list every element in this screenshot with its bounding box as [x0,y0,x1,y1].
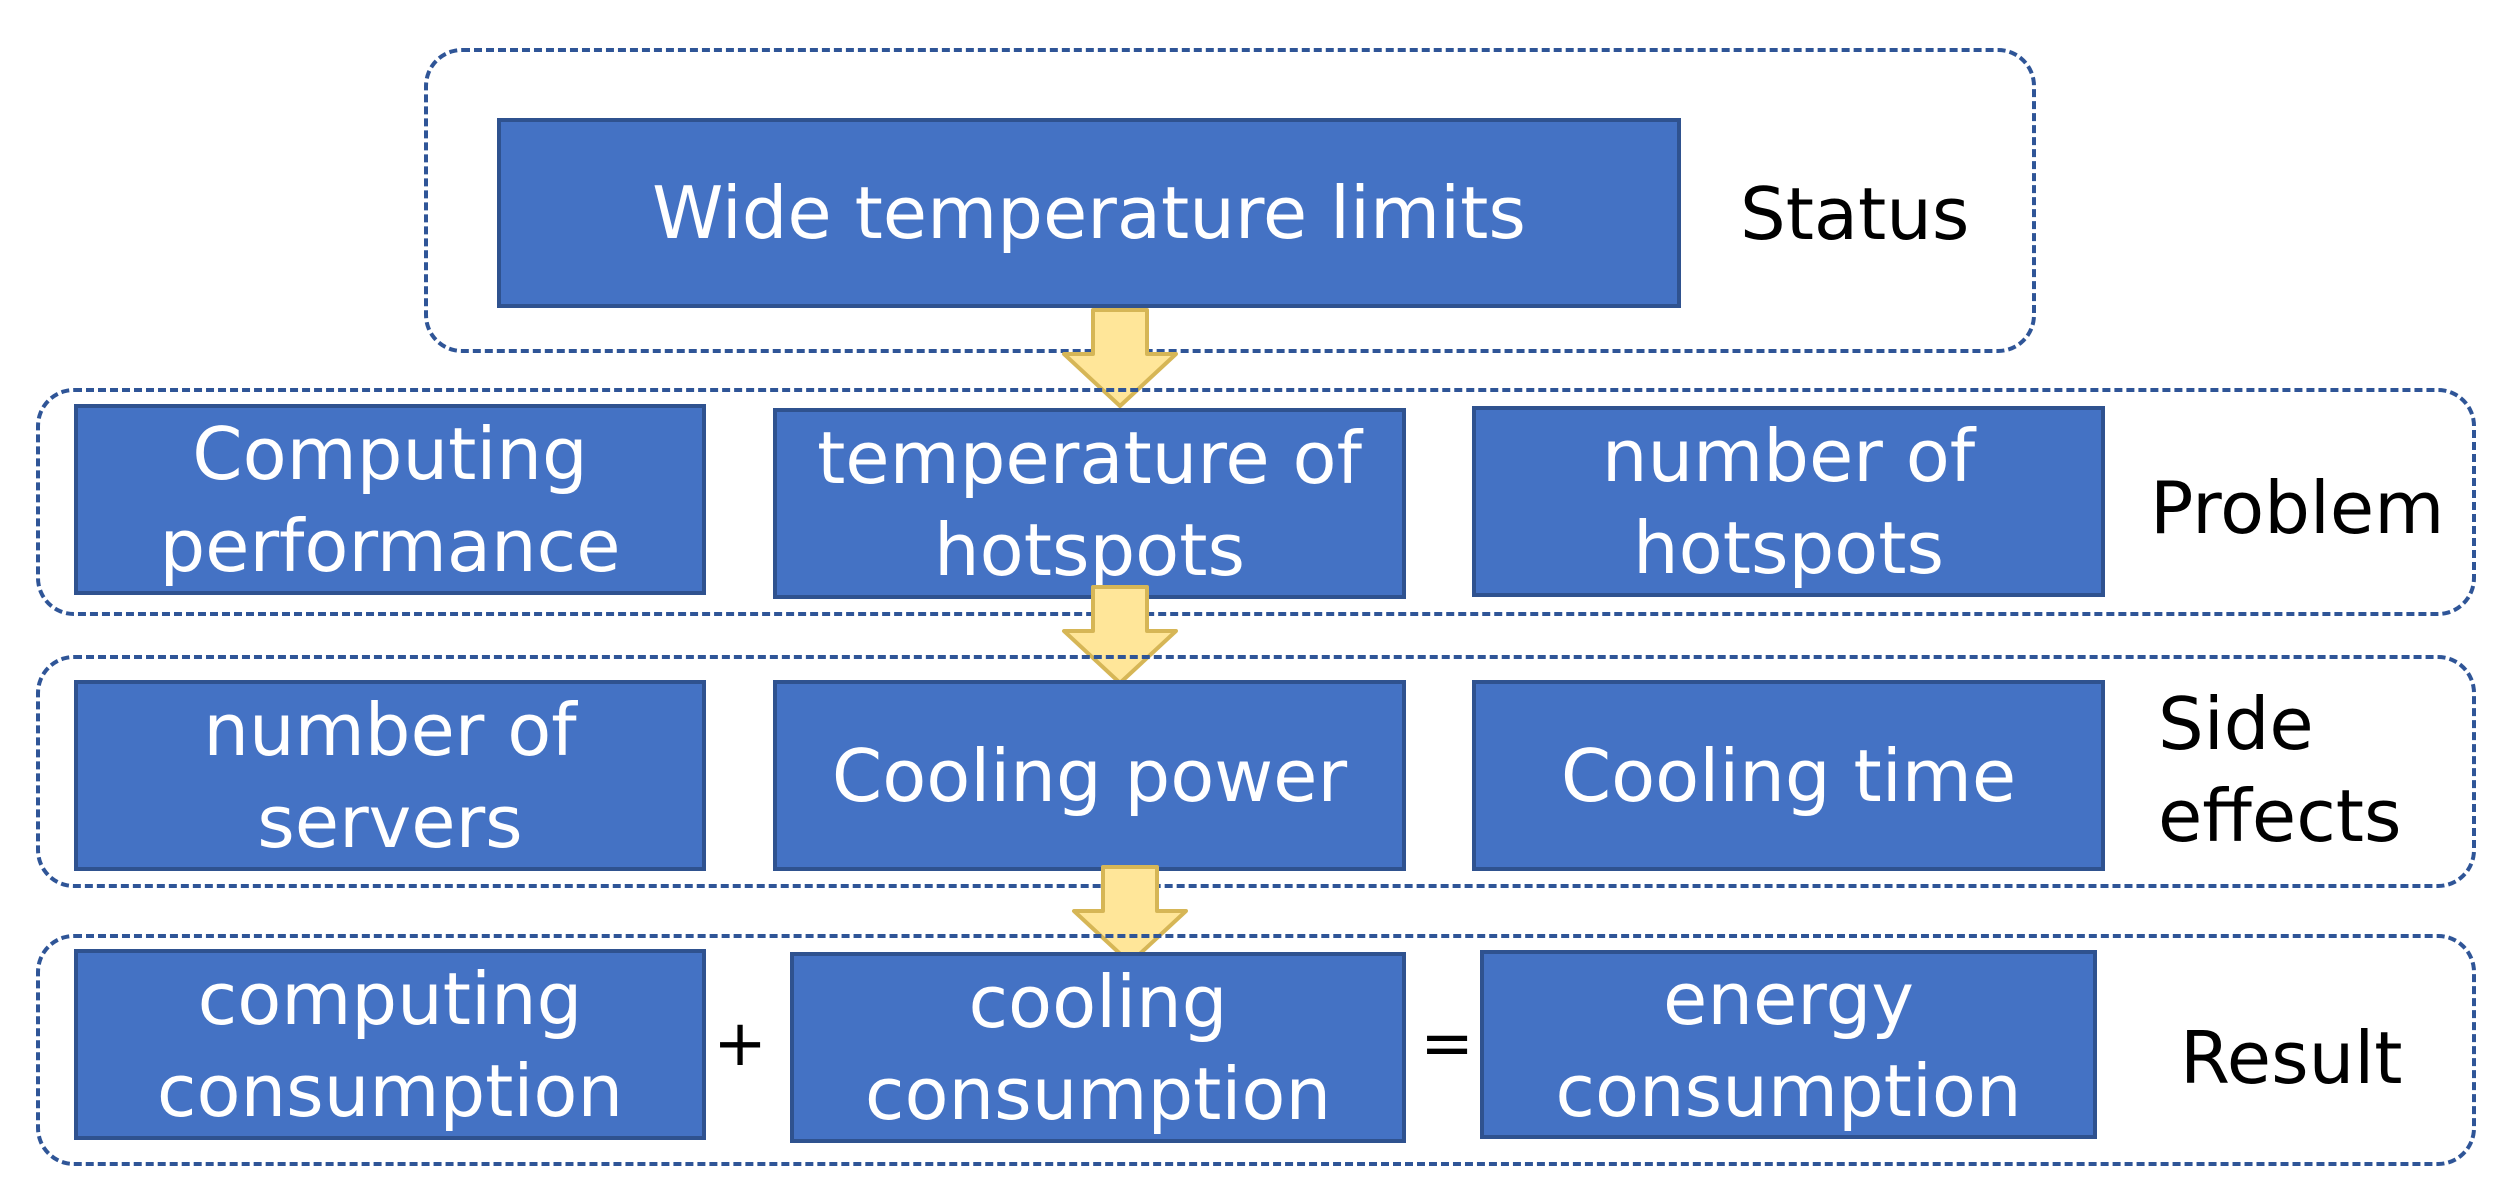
cooling-power-box: Cooling power [773,680,1406,871]
number-of-servers-box: number of servers [74,680,706,871]
cooling-consumption-box: cooling consumption [790,952,1406,1143]
status-label: Status [1740,172,1970,256]
problem-label: Problem [2150,466,2445,550]
status-group [424,48,2036,353]
result-label: Result [2180,1016,2403,1100]
temperature-of-hotspots-box: temperature of hotspots [773,408,1406,599]
cooling-time-box: Cooling time [1472,680,2105,871]
down-arrow-icon [1062,308,1178,408]
wide-temperature-limits-box: Wide temperature limits [497,118,1681,308]
result-group [36,934,2476,1166]
equals-operator: = [1420,1007,1474,1081]
side-effects-label: Side effects [2158,682,2402,858]
number-of-hotspots-box: number of hotspots [1472,406,2105,597]
energy-consumption-box: energy consumption [1480,950,2097,1139]
computing-performance-box: Computing performance [74,404,706,595]
computing-consumption-box: computing consumption [74,949,706,1140]
side-effects-group [36,655,2476,888]
problem-group [36,388,2476,616]
plus-operator: + [713,1007,767,1081]
